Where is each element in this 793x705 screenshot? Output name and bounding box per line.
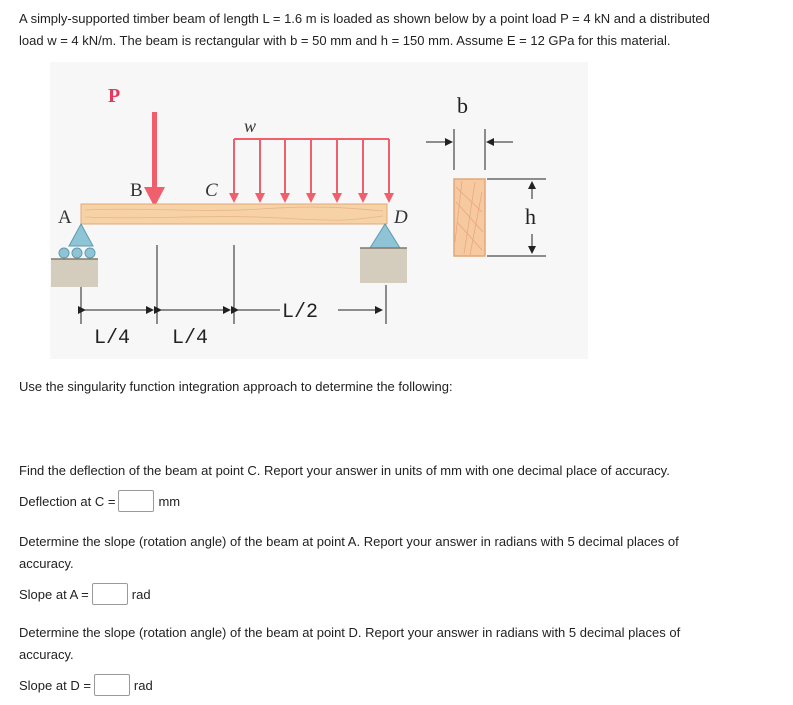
q2-prompt: Determine the slope (rotation angle) of … xyxy=(19,531,779,575)
problem-line-2: load w = 4 kN/m. The beam is rectangular… xyxy=(19,33,671,48)
problem-statement: A simply-supported timber beam of length… xyxy=(19,8,779,52)
label-p: P xyxy=(108,85,120,107)
q2-prompt-line-1: Determine the slope (rotation angle) of … xyxy=(19,534,679,549)
q1-unit: mm xyxy=(158,493,181,509)
roller-support-a xyxy=(68,222,94,247)
deflection-c-input[interactable] xyxy=(118,490,155,512)
height-dimension xyxy=(487,178,546,257)
distributed-load-arrows xyxy=(233,139,390,198)
label-b: B xyxy=(130,180,143,201)
wood-grain xyxy=(84,206,384,221)
rollers xyxy=(58,247,96,259)
q3-answer-row: Slope at D = rad xyxy=(19,673,153,697)
label-h-height: h xyxy=(525,204,536,229)
q2-answer-row: Slope at A = rad xyxy=(19,582,151,606)
dimension-extension-lines xyxy=(80,245,387,324)
q3-label: Slope at D = xyxy=(19,677,91,693)
q1-prompt: Find the deflection of the beam at point… xyxy=(19,463,670,478)
slope-d-input[interactable] xyxy=(93,674,130,696)
problem-line-1: A simply-supported timber beam of length… xyxy=(19,11,710,26)
point-load-arrowhead xyxy=(144,187,165,207)
cross-section-grain xyxy=(454,180,484,256)
q2-label: Slope at A = xyxy=(19,586,89,602)
dimension-l4-first: L/4 xyxy=(94,327,130,350)
q2-prompt-line-2: accuracy. xyxy=(19,556,74,571)
q1-label: Deflection at C = xyxy=(19,493,116,509)
q1-answer-row: Deflection at C = mm xyxy=(19,489,180,513)
timber-beam xyxy=(80,203,388,225)
ground-a xyxy=(51,259,98,287)
q3-unit: rad xyxy=(133,677,153,693)
label-a: A xyxy=(58,207,72,228)
label-d: D xyxy=(393,207,408,228)
width-dimension xyxy=(426,129,513,170)
slope-a-input[interactable] xyxy=(91,583,128,605)
q3-prompt-line-2: accuracy. xyxy=(19,647,74,662)
label-b-width: b xyxy=(457,93,468,118)
beam-diagram: P w A B C D xyxy=(51,85,546,350)
label-c: C xyxy=(205,180,218,201)
instructions: Use the singularity function integration… xyxy=(19,379,453,394)
beam-figure: P w A B C D xyxy=(50,62,588,359)
label-w: w xyxy=(244,116,256,136)
q2-unit: rad xyxy=(131,586,151,602)
q3-prompt: Determine the slope (rotation angle) of … xyxy=(19,622,779,666)
point-load-shaft xyxy=(152,112,157,190)
ground-d xyxy=(360,248,407,283)
dimension-l4-second: L/4 xyxy=(172,327,208,350)
dimension-l2: L/2 xyxy=(282,301,318,324)
distributed-load-arrowheads xyxy=(229,193,394,203)
q3-prompt-line-1: Determine the slope (rotation angle) of … xyxy=(19,625,681,640)
